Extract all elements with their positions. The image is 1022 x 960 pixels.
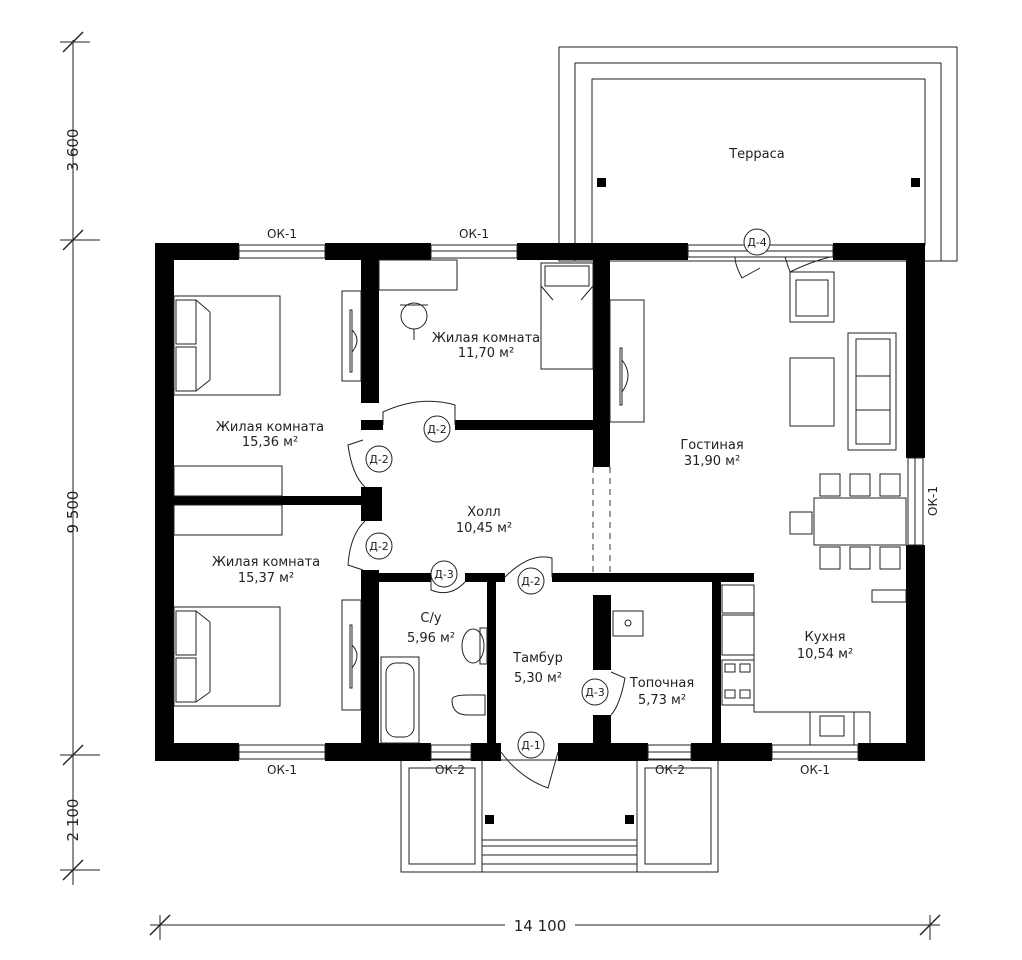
room-area-bathroom: 5,96 м² — [407, 631, 455, 646]
window-label-ok2-bottom-mid: ОК-2 — [435, 763, 465, 777]
door-tag-d2-d: Д-2 — [517, 567, 545, 595]
svg-text:Д-2: Д-2 — [521, 575, 541, 588]
svg-text:Д-3: Д-3 — [585, 686, 605, 699]
room-name-hall: Холл — [467, 505, 500, 520]
door-tag-d3-b: Д-3 — [581, 678, 609, 706]
svg-text:Д-3: Д-3 — [434, 568, 454, 581]
svg-text:Д-1: Д-1 — [521, 739, 541, 752]
door-tag-d2-a: Д-2 — [423, 415, 451, 443]
room-name-terrace: Терраса — [728, 147, 785, 162]
furniture — [173, 259, 907, 746]
window-label-ok2-bottom-right: ОК-2 — [655, 763, 685, 777]
room-name-living-room: Гостиная — [680, 438, 743, 453]
window-label-ok1-top-mid: ОК-1 — [459, 227, 489, 241]
dimension-house-width: 14 100 — [514, 917, 567, 935]
room-name-bedroom-bottom-left: Жилая комната — [212, 555, 320, 570]
dimension-porch-depth: 2 100 — [64, 799, 82, 842]
room-name-kitchen: Кухня — [805, 630, 846, 645]
room-area-kitchen: 10,54 м² — [797, 647, 853, 662]
window-label-ok1-top-left: ОК-1 — [267, 227, 297, 241]
door-tag-d1: Д-1 — [517, 731, 545, 759]
door-tag-d4: Д-4 — [743, 228, 771, 256]
window-label-ok1-bottom-left: ОК-1 — [267, 763, 297, 777]
window-label-ok1-bottom-right: ОК-1 — [800, 763, 830, 777]
room-name-boiler-room: Топочная — [629, 676, 694, 691]
svg-text:Д-2: Д-2 — [369, 540, 389, 553]
door-swings — [347, 256, 831, 789]
room-area-bedroom-bottom-left: 15,37 м² — [238, 571, 294, 586]
walls — [155, 243, 925, 761]
room-area-bedroom-top-mid: 11,70 м² — [458, 346, 514, 361]
room-area-living-room: 31,90 м² — [684, 454, 740, 469]
room-area-boiler-room: 5,73 м² — [638, 693, 686, 708]
door-tag-d3-a: Д-3 — [430, 560, 458, 588]
dimension-terrace-depth: 3 600 — [64, 129, 82, 172]
window-label-ok1-right: ОК-1 — [926, 486, 940, 516]
entrance-porch — [400, 759, 719, 873]
room-area-hall: 10,45 м² — [456, 521, 512, 536]
room-name-vestibule: Тамбур — [512, 651, 563, 666]
svg-text:Д-2: Д-2 — [369, 453, 389, 466]
room-name-bathroom: С/у — [420, 611, 441, 626]
room-name-bedroom-top-mid: Жилая комната — [432, 331, 540, 346]
room-name-bedroom-top-left: Жилая комната — [216, 420, 324, 435]
room-area-vestibule: 5,30 м² — [514, 671, 562, 686]
door-tag-d2-c: Д-2 — [365, 532, 393, 560]
room-area-bedroom-top-left: 15,36 м² — [242, 435, 298, 450]
dimension-house-depth: 9 500 — [64, 491, 82, 534]
svg-text:Д-4: Д-4 — [747, 236, 767, 249]
dimension-lines — [60, 31, 941, 940]
door-tag-d2-b: Д-2 — [365, 445, 393, 473]
svg-text:Д-2: Д-2 — [427, 423, 447, 436]
